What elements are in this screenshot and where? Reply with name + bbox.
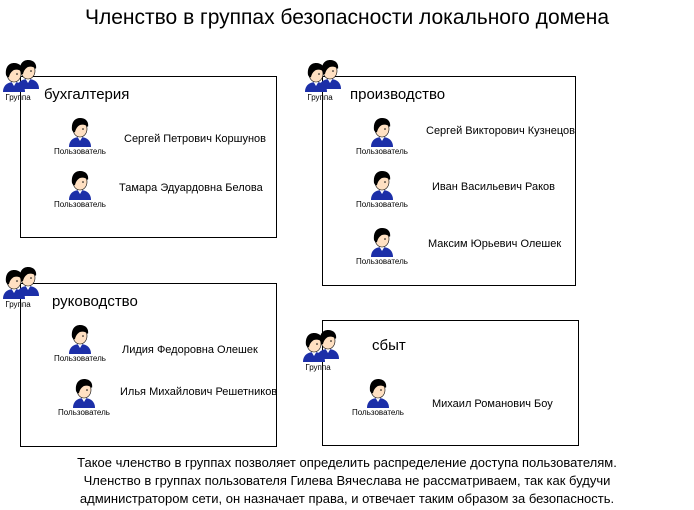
explanation-text: Такое членство в группах позволяет опред… bbox=[0, 454, 694, 508]
group-icon-label: Группа bbox=[5, 93, 31, 102]
member-name: Иван Васильевич Раков bbox=[432, 181, 556, 193]
user-icon bbox=[368, 226, 396, 258]
group-box-production bbox=[322, 76, 576, 286]
group-box-accounting bbox=[20, 76, 277, 238]
member-name: Тамара Эдуардовна Белова bbox=[119, 182, 263, 194]
group-box-sales bbox=[322, 320, 579, 446]
user-icon-label: Пользователь bbox=[356, 200, 408, 209]
group-icon-label: Группа bbox=[5, 300, 31, 309]
user-icon-block: Пользователь bbox=[50, 323, 110, 365]
group-icon-label: Группа bbox=[307, 93, 333, 102]
user-icon bbox=[368, 169, 396, 201]
member-name: Сергей Петрович Коршунов bbox=[124, 133, 266, 145]
user-icon-label: Пользователь bbox=[58, 408, 110, 417]
group-box-management bbox=[20, 283, 277, 447]
user-icon-block: Пользователь bbox=[54, 377, 114, 419]
member-name: Михаил Романович Боу bbox=[432, 398, 553, 410]
user-icon-label: Пользователь bbox=[352, 408, 404, 417]
user-icon-block: Пользователь bbox=[348, 377, 408, 419]
explanation-line: Такое членство в группах позволяет опред… bbox=[77, 455, 617, 470]
user-icon-label: Пользователь bbox=[54, 354, 106, 363]
group-marker-accounting: Группа bbox=[0, 58, 44, 104]
group-marker-production: Группа bbox=[302, 58, 346, 104]
member-name: Сергей Викторович Кузнецов bbox=[426, 125, 576, 137]
user-icon-block: Пользователь bbox=[50, 169, 110, 211]
group-marker-sales: Группа bbox=[300, 328, 344, 374]
member-name: Лидия Федоровна Олешек bbox=[122, 344, 258, 356]
group-name-accounting: бухгалтерия bbox=[44, 86, 130, 103]
explanation-line: администратором сети, он назначает права… bbox=[79, 491, 615, 506]
explanation-line: Членство в группах пользователя Гилева В… bbox=[83, 473, 611, 488]
user-icon-label: Пользователь bbox=[54, 200, 106, 209]
group-name-sales: сбыт bbox=[372, 337, 406, 354]
group-marker-management: Группа bbox=[0, 265, 44, 311]
user-icon bbox=[368, 116, 396, 148]
user-icon-block: Пользователь bbox=[352, 226, 412, 268]
user-group-icon bbox=[302, 329, 340, 363]
user-icon-label: Пользователь bbox=[356, 257, 408, 266]
user-icon-label: Пользователь bbox=[356, 147, 408, 156]
diagram-title: Членство в группах безопасности локально… bbox=[84, 6, 610, 29]
user-icon bbox=[66, 323, 94, 355]
user-icon-block: Пользователь bbox=[352, 169, 412, 211]
user-icon bbox=[364, 377, 392, 409]
group-name-production: производство bbox=[350, 86, 446, 103]
user-group-icon bbox=[304, 59, 342, 93]
user-icon-label: Пользователь bbox=[54, 147, 106, 156]
group-icon-label: Группа bbox=[305, 363, 331, 372]
user-group-icon bbox=[2, 266, 40, 300]
user-icon-block: Пользователь bbox=[50, 116, 110, 158]
user-icon bbox=[66, 116, 94, 148]
user-group-icon bbox=[2, 59, 40, 93]
user-icon bbox=[70, 377, 98, 409]
group-name-management: руководство bbox=[52, 293, 138, 310]
user-icon bbox=[66, 169, 94, 201]
member-name: Максим Юрьевич Олешек bbox=[428, 238, 562, 250]
member-name: Илья Михайлович Решетников bbox=[120, 386, 278, 398]
user-icon-block: Пользователь bbox=[352, 116, 412, 158]
